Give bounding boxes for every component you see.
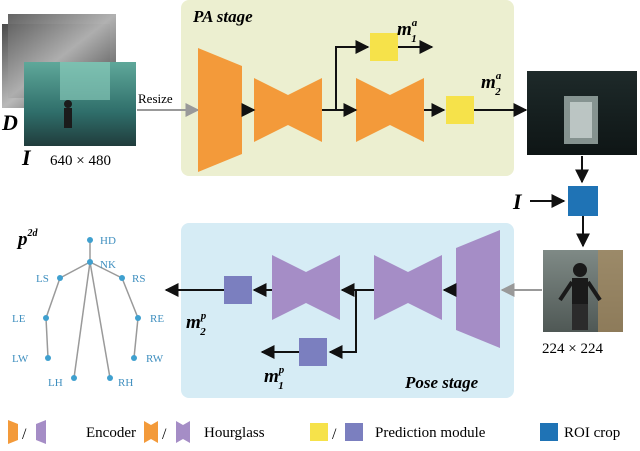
joint-rh — [107, 375, 113, 381]
legend-prediction-label: Prediction module — [375, 425, 486, 441]
joint-ls — [57, 275, 63, 281]
joint-label-hd: HD — [100, 235, 116, 247]
joint-label-nk: NK — [100, 259, 116, 271]
legend-roi-blue — [540, 423, 558, 441]
cropped-person-image — [543, 250, 623, 332]
bone-nk-lh — [73, 261, 91, 379]
joint-re — [135, 315, 141, 321]
legend-prediction-slate — [345, 423, 363, 441]
rgb-input-image — [24, 62, 136, 146]
bone-nk-rh — [89, 261, 111, 379]
pose-hourglass-2 — [272, 255, 340, 320]
joint-label-lh: LH — [48, 377, 63, 389]
joint-label-le: LE — [12, 313, 26, 325]
joint-label-lw: LW — [12, 353, 29, 365]
pa-hourglass-2 — [356, 78, 424, 142]
pa-prediction-1 — [370, 33, 398, 61]
pose-prediction-2 — [224, 276, 252, 304]
joint-rw — [131, 355, 137, 361]
joint-label-rh: RH — [118, 377, 133, 389]
joint-lh — [71, 375, 77, 381]
bone-nk-ls — [59, 261, 91, 279]
crop-size-label: 224 × 224 — [542, 341, 603, 357]
legend-slash-3: / — [332, 426, 337, 443]
pose-hourglass-1 — [374, 255, 442, 320]
legend-hourglass-purple — [176, 421, 190, 443]
bone-le-lw — [45, 317, 49, 359]
legend-slash-2: / — [162, 426, 167, 443]
legend-encoder-purple — [36, 420, 46, 444]
branch-to-m1a — [335, 40, 370, 110]
roi-crop-block — [568, 186, 598, 216]
pa-hourglass-1 — [254, 78, 322, 142]
joint-label-re: RE — [150, 313, 164, 325]
joint-label-rw: RW — [146, 353, 164, 365]
bone-re-rw — [133, 317, 139, 359]
pose-stage-title: Pose stage — [404, 373, 479, 392]
pa-stage-title: PA stage — [192, 7, 253, 26]
legend-hourglass-orange — [144, 421, 158, 443]
legend-slash-1: / — [22, 426, 27, 443]
depth-symbol: D — [1, 110, 18, 135]
resize-label: Resize — [138, 91, 173, 106]
joint-hd — [87, 237, 93, 243]
joint-le — [43, 315, 49, 321]
joint-label-ls: LS — [36, 273, 49, 285]
pa-encoder — [198, 48, 242, 172]
pa-prediction-2 — [446, 96, 474, 124]
input-size-label: 640 × 480 — [50, 153, 111, 169]
pose-encoder — [456, 230, 500, 348]
attention-map-image — [527, 71, 637, 155]
joint-label-rs: RS — [132, 273, 145, 285]
legend-roi-label: ROI crop — [564, 425, 620, 441]
bone-rs-re — [121, 277, 139, 319]
pose-prediction-1 — [299, 338, 327, 366]
bone-ls-le — [45, 277, 61, 319]
roi-input-symbol: I — [512, 189, 523, 214]
branch-to-m1p — [328, 290, 357, 359]
legend: / Encoder / Hourglass / Prediction modul… — [8, 420, 620, 444]
joint-rs — [119, 275, 125, 281]
legend-prediction-yellow — [310, 423, 328, 441]
legend-encoder-label: Encoder — [86, 425, 136, 441]
skeleton-graph: HD NK LS RS LE RE LW RW LH RH — [12, 235, 164, 389]
legend-encoder-orange — [8, 420, 18, 444]
joint-nk — [87, 259, 93, 265]
legend-hourglass-label: Hourglass — [204, 425, 265, 441]
pose-output-label: p2d — [16, 228, 39, 250]
image-symbol: I — [21, 145, 32, 170]
joint-lw — [45, 355, 51, 361]
bone-nk-rs — [89, 261, 123, 279]
